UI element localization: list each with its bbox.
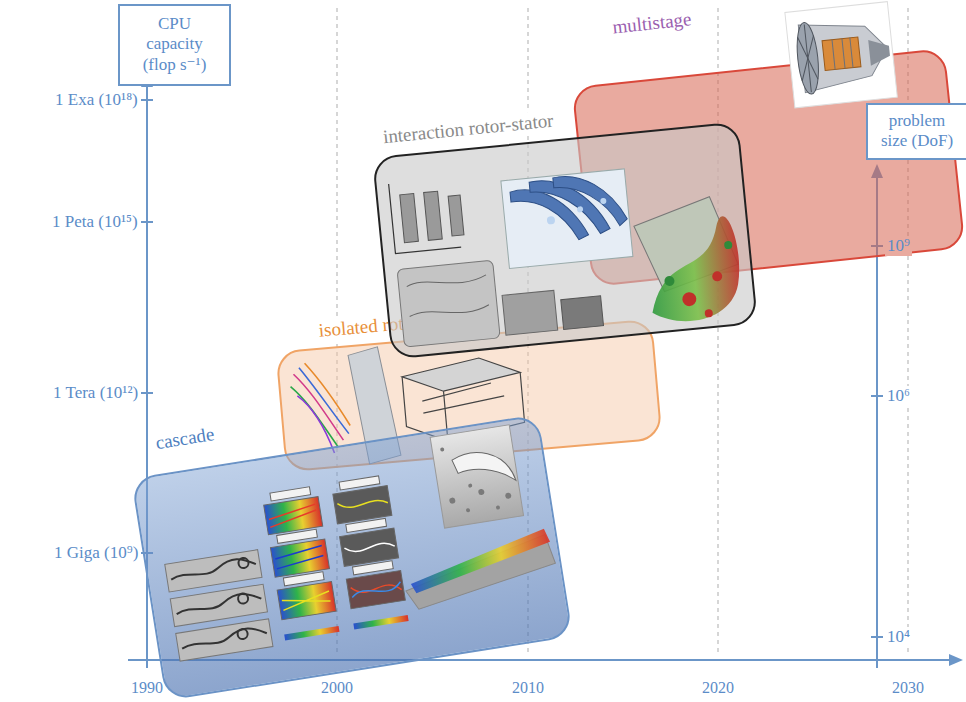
label-holder: 10⁴ [885,627,912,647]
label-holder: 2030 [892,678,924,697]
label-holder: 1 Tera (10¹²) [53,383,138,403]
axis-tick-label: 1 Tera (10¹²) [53,383,138,403]
year-label: 2000 [321,678,353,697]
axis-title-box: problem size (DoF) [866,103,966,160]
label-holder: 10⁶ [885,386,912,406]
region-title-holder: cascade [151,422,219,455]
axis-tick-label: 1 Exa (10¹⁸) [55,90,138,110]
label-holder: 1990 [131,678,163,697]
label-holder: 2000 [321,678,353,697]
axis-tick-label: 1 Peta (10¹⁵) [52,212,138,232]
region-title: interaction rotor-stator [379,109,557,149]
region-title: multistage [608,8,695,40]
axis-tick-label: 10⁴ [885,627,912,647]
year-label: 2010 [512,678,544,697]
axis-title-box: CPU capacity (flop s⁻¹) [118,4,231,86]
axis-tick-label: 10⁶ [885,386,912,406]
label-holder: 1 Exa (10¹⁸) [55,90,138,110]
label-holder: 1 Giga (10⁹) [54,543,138,563]
cascade-region: cascade [131,414,573,701]
axis-title: problem size (DoF) [874,111,960,152]
axis-title: CPU capacity (flop s⁻¹) [128,14,221,75]
region-title-holder: interaction rotor-stator [379,109,557,149]
label-holder: 2010 [512,678,544,697]
axis-tick-label: 1 Giga (10⁹) [54,543,138,563]
cfd-illustration [374,123,756,357]
year-label: 1990 [131,678,163,697]
region-title: cascade [151,422,219,455]
year-label: 2030 [892,678,924,697]
axis-tick-label: 10⁹ [885,236,912,256]
label-holder: 1 Peta (10¹⁵) [52,212,138,232]
region-title-holder: multistage [608,8,695,40]
label-holder: 10⁹ [885,236,912,256]
year-label: 2020 [702,678,734,697]
cfd-illustration [133,416,571,698]
label-holder: 2020 [702,678,734,697]
rotor-stator-region: interaction rotor-stator [372,121,758,359]
